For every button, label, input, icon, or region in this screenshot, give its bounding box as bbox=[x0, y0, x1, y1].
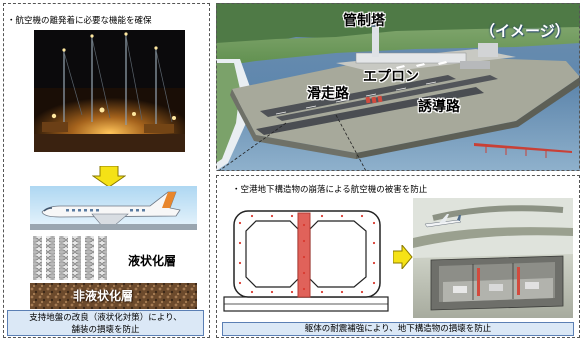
night-construction-photo bbox=[34, 30, 185, 152]
right-summary-text: 躯体の耐震補強により、地下構造物の損壊を防止 bbox=[304, 324, 492, 334]
apron-label: エプロン bbox=[363, 69, 419, 85]
non-liquefied-layer-label: 非液状化層 bbox=[73, 289, 134, 303]
liquefied-layer-label: 液状化層 bbox=[128, 254, 177, 268]
runway-label: 滑走路 bbox=[307, 86, 349, 102]
airplane-illustration bbox=[30, 186, 197, 230]
ground-columns-diagram bbox=[30, 231, 197, 309]
right-summary-box: 躯体の耐震補強により、地下構造物の損壊を防止 bbox=[222, 322, 574, 336]
taxiway-label: 誘導路 bbox=[418, 99, 460, 115]
right-arrow-icon bbox=[393, 245, 413, 269]
left-panel-caption: ・航空機の離発着に必要な機能を確保 bbox=[7, 16, 152, 26]
right-panel-caption: ・空港地下構造物の崩落による航空機の被害を防止 bbox=[232, 185, 428, 195]
culvert-cross-section bbox=[223, 210, 389, 312]
left-summary-box: 支持地盤の改良（液状化対策）により、 舗装の損壊を防止 bbox=[7, 310, 204, 336]
down-arrow-icon bbox=[92, 166, 126, 188]
left-summary-line2: 舗装の損壊を防止 bbox=[71, 325, 140, 335]
control-tower-label: 管制塔 bbox=[343, 13, 385, 29]
airport-aerial-view bbox=[216, 3, 580, 171]
left-summary-line1: 支持地盤の改良（液状化対策）により、 bbox=[29, 313, 182, 323]
image-tag: （イメージ） bbox=[480, 22, 570, 40]
underground-structure-illustration bbox=[413, 198, 573, 318]
